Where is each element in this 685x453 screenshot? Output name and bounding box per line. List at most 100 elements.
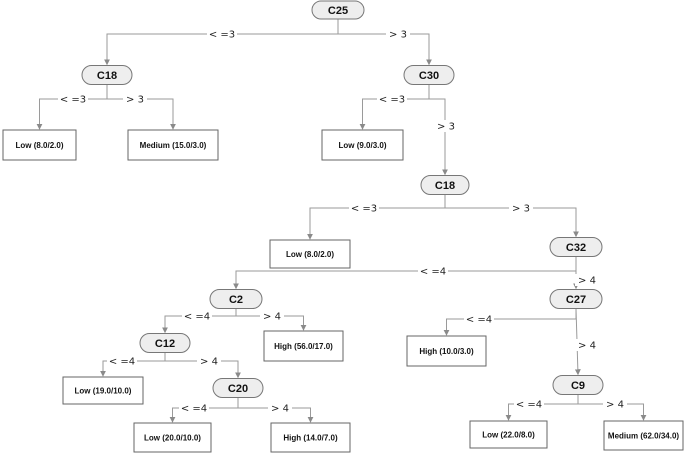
decision-node: C9 xyxy=(552,375,604,395)
edge-n1-n2 xyxy=(104,19,339,66)
decision-node: C27 xyxy=(549,289,603,309)
decision-node-label: C12 xyxy=(155,338,175,350)
decision-node: C18 xyxy=(420,175,470,195)
leaf-node-box xyxy=(127,129,219,161)
leaf-node-label: Low (19.0/10.0) xyxy=(75,387,132,396)
edge-label: < =4 xyxy=(181,404,207,415)
edge-label: > 3 xyxy=(126,95,144,106)
decision-node-label: C30 xyxy=(419,70,439,82)
edge-label: < =3 xyxy=(209,30,235,41)
edge-label-background xyxy=(182,310,212,322)
edge-label-background xyxy=(197,355,221,367)
leaf-node-box xyxy=(2,129,77,161)
decision-node-shape xyxy=(81,65,133,85)
decision-node: C20 xyxy=(212,378,264,398)
edge-label-background xyxy=(434,120,458,132)
edge-n2-l2 xyxy=(106,84,176,130)
edge-label: > 4 xyxy=(606,400,624,411)
leaf-node-box xyxy=(469,420,548,449)
decision-node-label: C18 xyxy=(97,70,117,82)
edge-label: < =4 xyxy=(420,267,446,278)
edge-label: < =4 xyxy=(466,315,492,326)
edge-label-background xyxy=(603,398,627,410)
decision-node: C32 xyxy=(549,237,603,257)
edge-label-background xyxy=(260,310,284,322)
leaf-node-label: High (10.0/3.0) xyxy=(419,347,474,356)
edges-layer: < =3 > 3 < =3 > 3 < =3 > 3 < =3 > 3 < =4 > 4 < =4 >… xyxy=(36,19,647,423)
leaf-node-label: High (56.0/17.0) xyxy=(274,342,333,351)
decision-node: C18 xyxy=(81,65,133,85)
edge-label: < =4 xyxy=(516,400,542,411)
edge-label: < =3 xyxy=(351,204,377,215)
decision-node-shape xyxy=(549,237,603,257)
edge-n1-n3 xyxy=(337,19,432,66)
decision-node-shape xyxy=(209,289,263,309)
leaf-node-box xyxy=(270,422,351,453)
edge-label-background xyxy=(377,93,407,105)
edge-label-background xyxy=(179,402,209,414)
leaf-node-label: High (14.0/7.0) xyxy=(283,434,338,443)
leaf-node-box xyxy=(321,129,404,161)
leaf-node: Low (9.0/3.0) xyxy=(321,129,404,161)
leaf-node-box xyxy=(406,335,487,367)
edge-label-background xyxy=(575,274,599,286)
decision-node-shape xyxy=(420,175,470,195)
decision-node-shape xyxy=(311,0,365,20)
leaf-node: Medium (15.0/3.0) xyxy=(127,129,219,161)
leaf-node: Low (22.0/8.0) xyxy=(469,420,548,449)
decision-node-shape xyxy=(552,375,604,395)
edge-label: < =4 xyxy=(109,357,135,368)
edge-label: > 4 xyxy=(200,357,218,368)
decision-node-label: C20 xyxy=(228,383,248,395)
leaf-node-box xyxy=(62,376,144,405)
decision-node: C2 xyxy=(209,289,263,309)
leaf-node-box xyxy=(133,422,212,453)
edge-label: < =3 xyxy=(60,95,86,106)
edge-n4-n5 xyxy=(444,194,579,238)
edge-label: < =3 xyxy=(379,95,405,106)
leaf-node: High (14.0/7.0) xyxy=(270,422,351,453)
edge-label: > 3 xyxy=(389,30,407,41)
decision-node-label: C9 xyxy=(571,380,585,392)
leaf-node: Low (8.0/2.0) xyxy=(2,129,77,161)
edge-n3-l3 xyxy=(359,84,430,130)
leaf-node-box xyxy=(269,239,351,269)
decision-node: C30 xyxy=(403,65,455,85)
decision-node-shape xyxy=(403,65,455,85)
edge-label: > 3 xyxy=(437,122,455,133)
leaf-node: Low (8.0/2.0) xyxy=(269,239,351,269)
leaf-node-box xyxy=(603,420,684,451)
edge-label-background xyxy=(514,398,544,410)
decision-node-label: C2 xyxy=(229,294,243,306)
edge-label-background xyxy=(58,93,88,105)
leaf-node-label: Low (9.0/3.0) xyxy=(338,141,386,150)
leaf-node-label: Low (22.0/8.0) xyxy=(482,431,535,440)
decision-node-label: C27 xyxy=(566,294,586,306)
edge-label-background xyxy=(509,202,533,214)
edge-label-background xyxy=(386,28,410,40)
leaf-node: High (56.0/17.0) xyxy=(263,330,344,362)
edge-label-background xyxy=(107,355,137,367)
decision-node-shape xyxy=(139,333,191,353)
decision-node: C12 xyxy=(139,333,191,353)
edge-label: > 4 xyxy=(578,276,596,287)
edge-label-background xyxy=(418,265,448,277)
decision-node-label: C18 xyxy=(435,180,455,192)
edge-label-background xyxy=(464,313,494,325)
edge-label-background xyxy=(575,339,599,351)
edge-label-background xyxy=(349,202,379,214)
leaf-node: Low (19.0/10.0) xyxy=(62,376,144,405)
decision-node-shape xyxy=(212,378,264,398)
leaf-node-label: Medium (15.0/3.0) xyxy=(140,141,207,150)
edge-n3-n4 xyxy=(428,84,448,176)
edge-label: > 3 xyxy=(512,204,530,215)
leaf-node: High (10.0/3.0) xyxy=(406,335,487,367)
edge-label: > 4 xyxy=(263,312,281,323)
edge-label: > 4 xyxy=(578,341,596,352)
edge-label: < =4 xyxy=(184,312,210,323)
edge-n4-l4 xyxy=(307,194,446,240)
leaf-node-box xyxy=(263,330,344,362)
leaf-node-label: Low (8.0/2.0) xyxy=(15,141,63,150)
